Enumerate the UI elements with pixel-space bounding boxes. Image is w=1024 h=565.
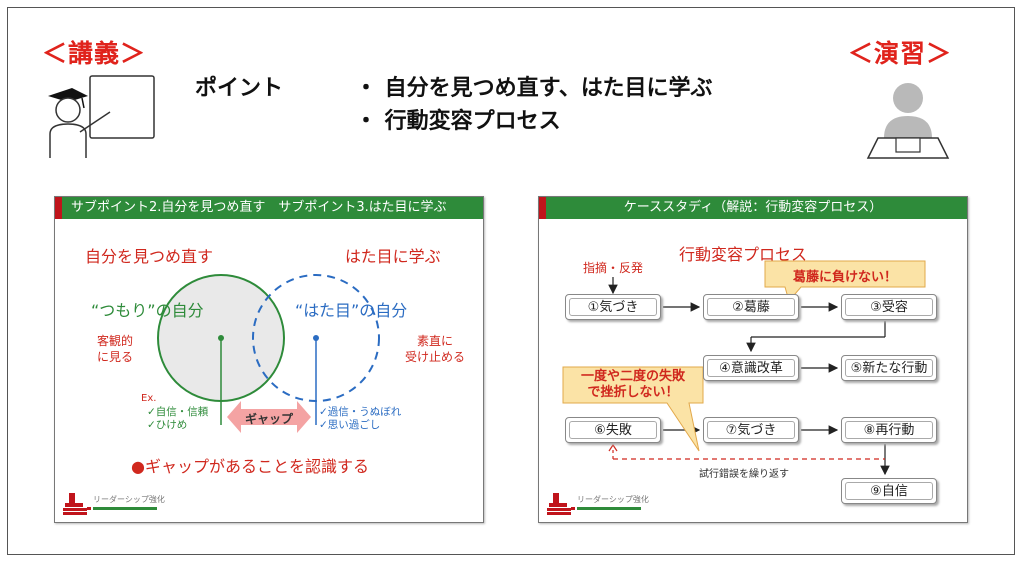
right-heading: はた目に学ぶ xyxy=(345,247,441,266)
left-footer-text: リーダーシップ強化 xyxy=(93,495,165,504)
step-box-3: ③受容 xyxy=(841,294,937,320)
footer-logo-icon xyxy=(63,493,87,515)
left-footer-bar-red xyxy=(87,507,91,510)
step-label-8: ⑧再行動 xyxy=(845,421,933,439)
student-at-desk-icon xyxy=(866,83,950,159)
lecturer-icon xyxy=(48,75,155,158)
step-box-6: ⑥失敗 xyxy=(565,417,661,443)
step-box-4: ④意識改革 xyxy=(703,355,799,381)
step-label-1: ①気づき xyxy=(569,298,657,316)
left-side-note: 客観的 に見る xyxy=(97,333,133,365)
step-label-2: ②葛藤 xyxy=(707,298,795,316)
point-item-1: ・ 自分を見つめ直す、はた目に学ぶ xyxy=(355,76,713,101)
ex-label: Ex. xyxy=(141,393,157,404)
callout-left-line-1: 一度や二度の失敗 xyxy=(580,369,685,384)
step-box-2: ②葛藤 xyxy=(703,294,799,320)
slide-header-tab xyxy=(539,197,546,219)
right-side-note-line-2: 受け止める xyxy=(405,350,466,364)
left-circle-label: “つもり”の自分 xyxy=(91,301,204,320)
right-side-note: 素直に 受け止める xyxy=(405,333,465,365)
step-box-1: ①気づき xyxy=(565,294,661,320)
trigger-label: 指摘・反発 xyxy=(583,261,644,275)
step-label-6: ⑥失敗 xyxy=(569,421,657,439)
right-footer-text: リーダーシップ強化 xyxy=(577,495,649,504)
lecture-label: ＜講義＞ xyxy=(42,39,147,68)
loop-label: 試行錯誤を繰り返す xyxy=(699,469,789,480)
step-box-7: ⑦気づき xyxy=(703,417,799,443)
left-slide-title: サブポイント2.自分を見つめ直す サブポイント3.はた目に学ぶ xyxy=(71,200,447,215)
callout-left-line-2: で挫折しない！ xyxy=(587,385,679,400)
conclusion-text: ●ギャップがあることを認識する xyxy=(131,457,369,476)
right-slide-header: ケーススタディ（解説：行動変容プロセス） xyxy=(539,197,967,219)
step-box-9: ⑨自信 xyxy=(841,478,937,504)
left-slide-header: サブポイント2.自分を見つめ直す サブポイント3.はた目に学ぶ xyxy=(55,197,483,219)
callout-top-text: 葛藤に負けない！ xyxy=(792,270,897,285)
right-slide-title: ケーススタディ（解説：行動変容プロセス） xyxy=(623,200,883,215)
right-example-2: ✓思い過ごし xyxy=(319,419,381,431)
left-footer-bar xyxy=(93,507,157,510)
left-heading: 自分を見つめ直す xyxy=(85,247,214,266)
left-side-note-line-2: に見る xyxy=(97,350,134,364)
right-examples: ✓過信・うぬぼれ ✓思い過ごし xyxy=(319,406,401,432)
right-slide: ケーススタディ（解説：行動変容プロセス） 行動変容プロセス 指摘・反発 xyxy=(538,196,968,523)
point-label: ポイント xyxy=(195,76,284,101)
left-example-1: ✓自信・信頼 xyxy=(147,406,209,418)
right-example-1: ✓過信・うぬぼれ xyxy=(319,406,402,418)
process-flow-connectors xyxy=(562,260,926,476)
left-slide: サブポイント2.自分を見つめ直す サブポイント3.はた目に学ぶ 自分を見つめ直す… xyxy=(54,196,484,523)
slide-header-tab xyxy=(55,197,62,219)
step-box-8: ⑧再行動 xyxy=(841,417,937,443)
footer-logo-icon xyxy=(547,493,571,515)
process-heading: 行動変容プロセス xyxy=(679,245,808,264)
callout-left-text: 一度や二度の失敗 で挫折しない！ xyxy=(563,369,703,401)
gap-label: ギャップ xyxy=(244,412,293,426)
step-label-5: ⑤新たな行動 xyxy=(845,359,933,377)
right-circle-label: “はた目”の自分 xyxy=(295,301,408,320)
point-item-2: ・ 行動変容プロセス xyxy=(355,109,561,134)
left-examples: ✓自信・信頼 ✓ひけめ xyxy=(147,406,208,432)
step-label-9: ⑨自信 xyxy=(845,482,933,500)
step-label-7: ⑦気づき xyxy=(707,421,795,439)
step-label-3: ③受容 xyxy=(845,298,933,316)
exercise-label: ＜演習＞ xyxy=(848,39,953,68)
left-example-2: ✓ひけめ xyxy=(147,419,188,431)
step-box-5: ⑤新たな行動 xyxy=(841,355,937,381)
right-footer-bar xyxy=(577,507,641,510)
right-side-note-line-1: 素直に xyxy=(417,334,454,348)
right-footer-bar-red xyxy=(571,507,575,510)
left-side-note-line-1: 客観的 xyxy=(97,334,134,348)
self-perception-venn xyxy=(157,274,380,433)
step-label-4: ④意識改革 xyxy=(707,359,795,377)
